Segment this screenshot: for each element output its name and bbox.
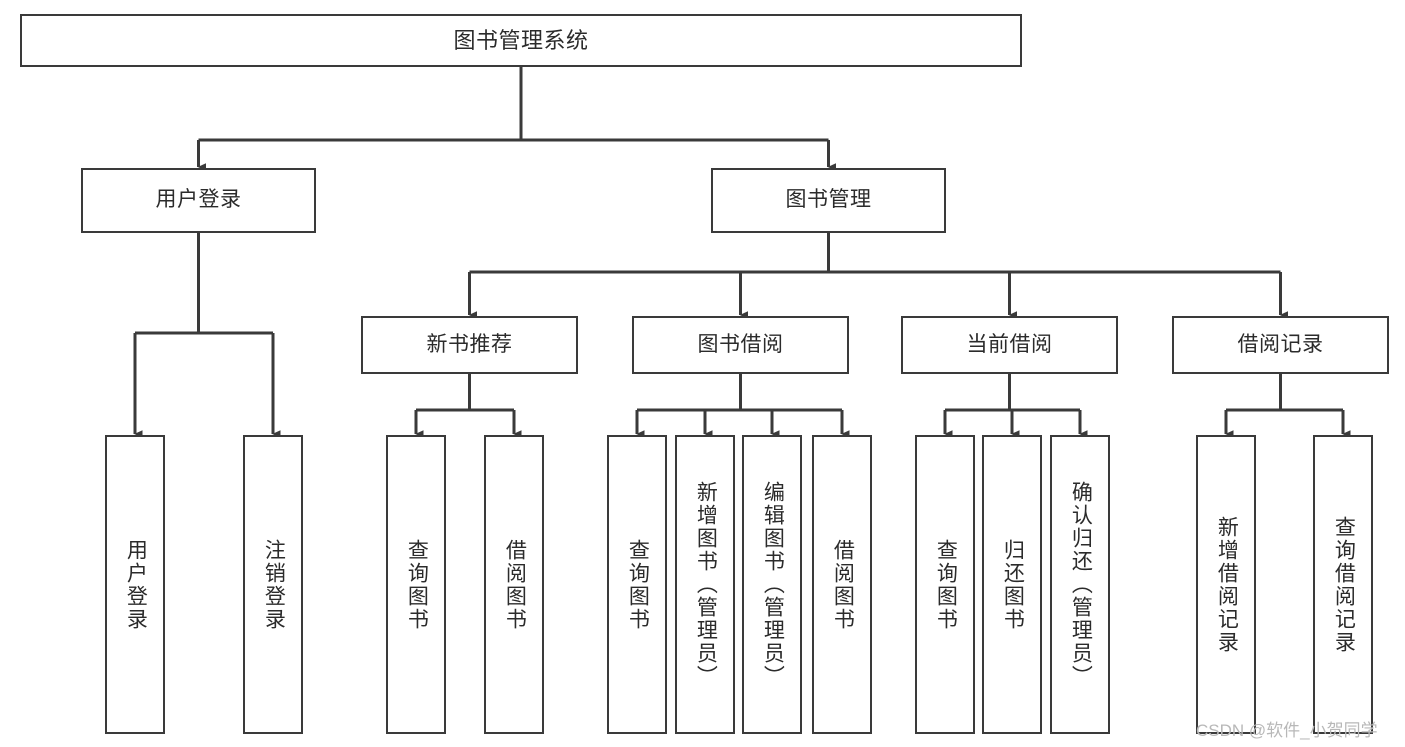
node-label: 新书推荐 (426, 332, 513, 356)
node-leaf-cu-c: 确认归还（管理员） (1050, 435, 1110, 734)
node-label: 借阅图书 (503, 538, 527, 631)
node-leaf-logout: 注销登录 (243, 435, 303, 734)
node-label: 注销登录 (262, 538, 286, 631)
node-leaf-cu-q: 查询图书 (915, 435, 975, 734)
node-label: 查询借阅记录 (1332, 515, 1356, 654)
node-label: 图书借阅 (697, 332, 784, 356)
node-records: 借阅记录 (1172, 316, 1389, 374)
node-label: 新增借阅记录 (1215, 515, 1239, 654)
node-newbooks: 新书推荐 (361, 316, 578, 374)
node-leaf-re-q: 查询借阅记录 (1313, 435, 1373, 734)
csdn-watermark: CSDN @软件_小贺同学 (1196, 721, 1378, 740)
node-root: 图书管理系统 (20, 14, 1022, 67)
node-label: 当前借阅 (966, 332, 1053, 356)
node-leaf-login: 用户登录 (105, 435, 165, 734)
node-label: 查询图书 (626, 538, 650, 631)
node-label: 图书管理系统 (453, 27, 589, 53)
node-label: 编辑图书（管理员） (761, 481, 785, 688)
node-leaf-bo-a: 新增图书（管理员） (675, 435, 735, 734)
node-leaf-nb-b: 借阅图书 (484, 435, 544, 734)
edge-group (133, 67, 1351, 438)
node-bookmgmt: 图书管理 (711, 168, 946, 233)
node-leaf-re-a: 新增借阅记录 (1196, 435, 1256, 734)
node-current: 当前借阅 (901, 316, 1118, 374)
node-label: 借阅图书 (831, 538, 855, 631)
node-leaf-cu-r: 归还图书 (982, 435, 1042, 734)
node-leaf-bo-e: 编辑图书（管理员） (742, 435, 802, 734)
node-label: 图书管理 (785, 188, 872, 212)
node-leaf-nb-q: 查询图书 (386, 435, 446, 734)
node-borrow: 图书借阅 (632, 316, 849, 374)
node-label: 用户登录 (155, 188, 242, 212)
node-label: 借阅记录 (1237, 332, 1324, 356)
node-label: 确认归还（管理员） (1069, 481, 1093, 688)
node-label: 新增图书（管理员） (694, 481, 718, 688)
node-label: 用户登录 (124, 538, 148, 631)
node-login: 用户登录 (81, 168, 316, 233)
node-leaf-bo-b: 借阅图书 (812, 435, 872, 734)
node-label: 查询图书 (934, 538, 958, 631)
node-label: 查询图书 (405, 538, 429, 631)
node-label: 归还图书 (1001, 538, 1025, 631)
node-leaf-bo-q: 查询图书 (607, 435, 667, 734)
